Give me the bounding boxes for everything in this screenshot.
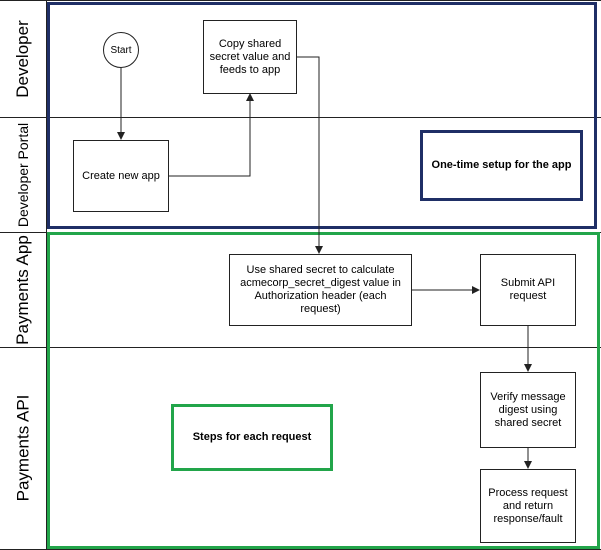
submit-request-step: Submit API request (480, 254, 576, 326)
arrow-copy-secret-to-use-secret (296, 56, 323, 254)
copy-secret-step: Copy shared secret value and feeds to ap… (203, 20, 297, 94)
each-request-caption: Steps for each request (171, 404, 333, 471)
copy-secret-step-label: Copy shared secret value and feeds to ap… (209, 37, 291, 76)
request-group-frame (47, 232, 600, 549)
create-app-step: Create new app (73, 140, 169, 212)
create-app-step-label: Create new app (82, 169, 160, 182)
one-time-setup-caption: One-time setup for the app (420, 130, 583, 201)
each-request-caption-label: Steps for each request (192, 431, 312, 443)
verify-digest-step-label: Verify message digest using shared secre… (490, 390, 566, 429)
submit-request-step-label: Submit API request (500, 277, 556, 302)
use-secret-step-label: Use shared secret to calculate acmecorp_… (240, 264, 401, 315)
start-node-label: Start (110, 44, 132, 56)
verify-digest-step: Verify message digest using shared secre… (480, 372, 576, 448)
use-secret-step: Use shared secret to calculate acmecorp_… (229, 254, 412, 326)
lane-label-divider (46, 0, 47, 550)
process-request-step-label: Process request and return response/faul… (488, 486, 568, 525)
one-time-setup-caption-label: One-time setup for the app (431, 159, 572, 171)
process-request-step: Process request and return response/faul… (480, 469, 576, 543)
setup-group-frame (47, 2, 597, 229)
lane-divider-developer-portal (0, 117, 601, 118)
start-node: Start (103, 32, 139, 68)
arrow-create-app-to-copy-secret (168, 93, 254, 177)
lane-divider-payments-api (0, 347, 601, 348)
lane-top-border (0, 0, 601, 1)
